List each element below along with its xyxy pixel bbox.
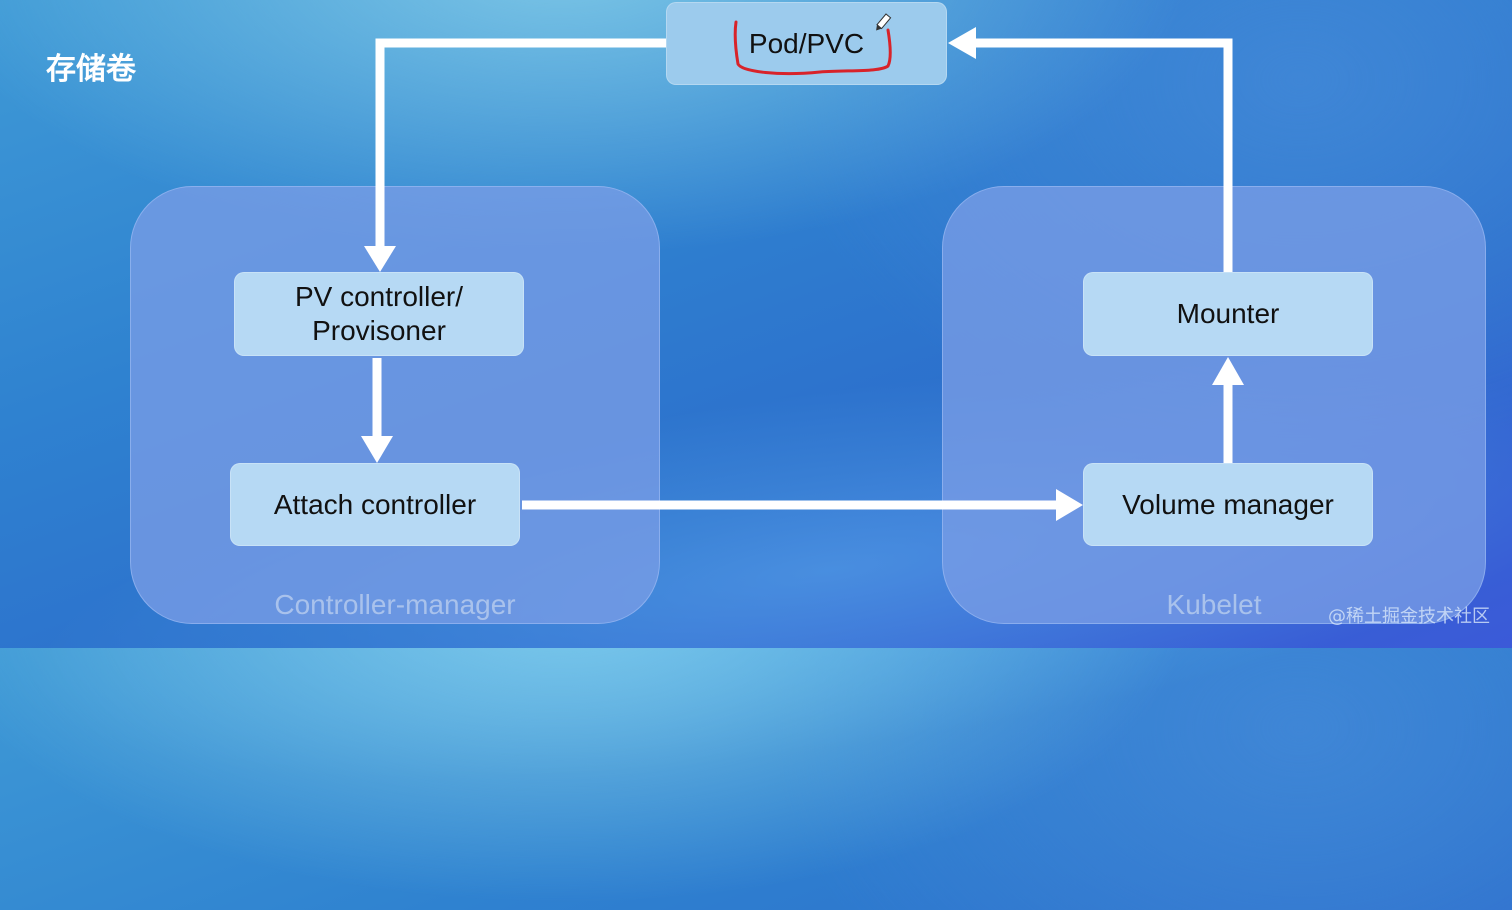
slide-title: 存储卷 — [46, 52, 136, 87]
pod-pvc-label: Pod/PVC — [748, 27, 865, 59]
kubelet-label: Kubelet — [1166, 589, 1262, 620]
arrowhead-pod — [948, 27, 976, 59]
pv-controller-node: PV controller/ Provisoner — [234, 272, 524, 356]
pod-pvc-node: Pod/PVC — [666, 2, 947, 85]
watermark: @稀土掘金技术社区 — [1328, 606, 1490, 627]
controller-manager-label: Controller-manager — [274, 589, 516, 620]
attach-controller-label: Attach controller — [273, 488, 477, 520]
volume-manager-label: Volume manager — [1122, 488, 1334, 520]
pv-controller-label-line2: Provisoner — [312, 315, 446, 346]
mounter-node: Mounter — [1083, 272, 1373, 356]
mounter-label: Mounter — [1176, 298, 1280, 329]
pv-controller-label-line1: PV controller/ — [294, 281, 464, 312]
attach-controller-node: Attach controller — [230, 463, 520, 546]
volume-manager-node: Volume manager — [1083, 463, 1373, 546]
pv-controller-label: PV controller/ Provisoner — [295, 280, 463, 348]
controller-manager-group: Controller-manager — [130, 186, 660, 624]
kubelet-group: Kubelet — [942, 186, 1486, 624]
